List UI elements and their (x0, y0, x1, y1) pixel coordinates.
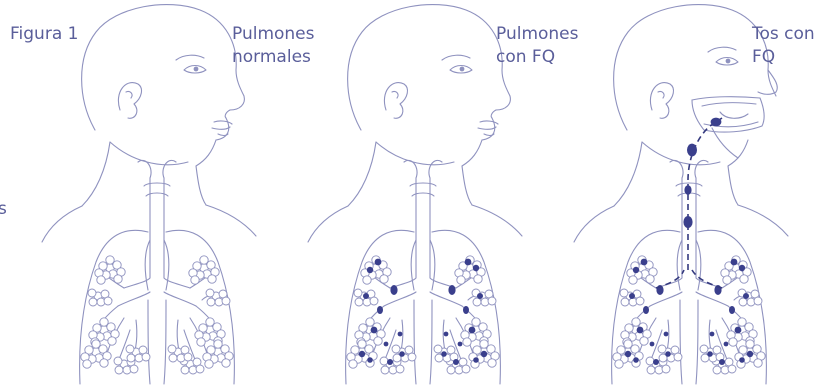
caption-cf-lungs: Pulmones con FQ (496, 23, 579, 69)
caption-cf-cough: Tos con FQ (752, 23, 815, 69)
panel-normal-lungs (42, 5, 256, 384)
cropped-text-fragment: s (0, 198, 7, 221)
caption-normal-lungs: Pulmones normales (232, 23, 315, 69)
panel-cf-lungs (308, 5, 522, 384)
cough-path (656, 118, 722, 288)
figure-label: Figura 1 (10, 23, 78, 46)
